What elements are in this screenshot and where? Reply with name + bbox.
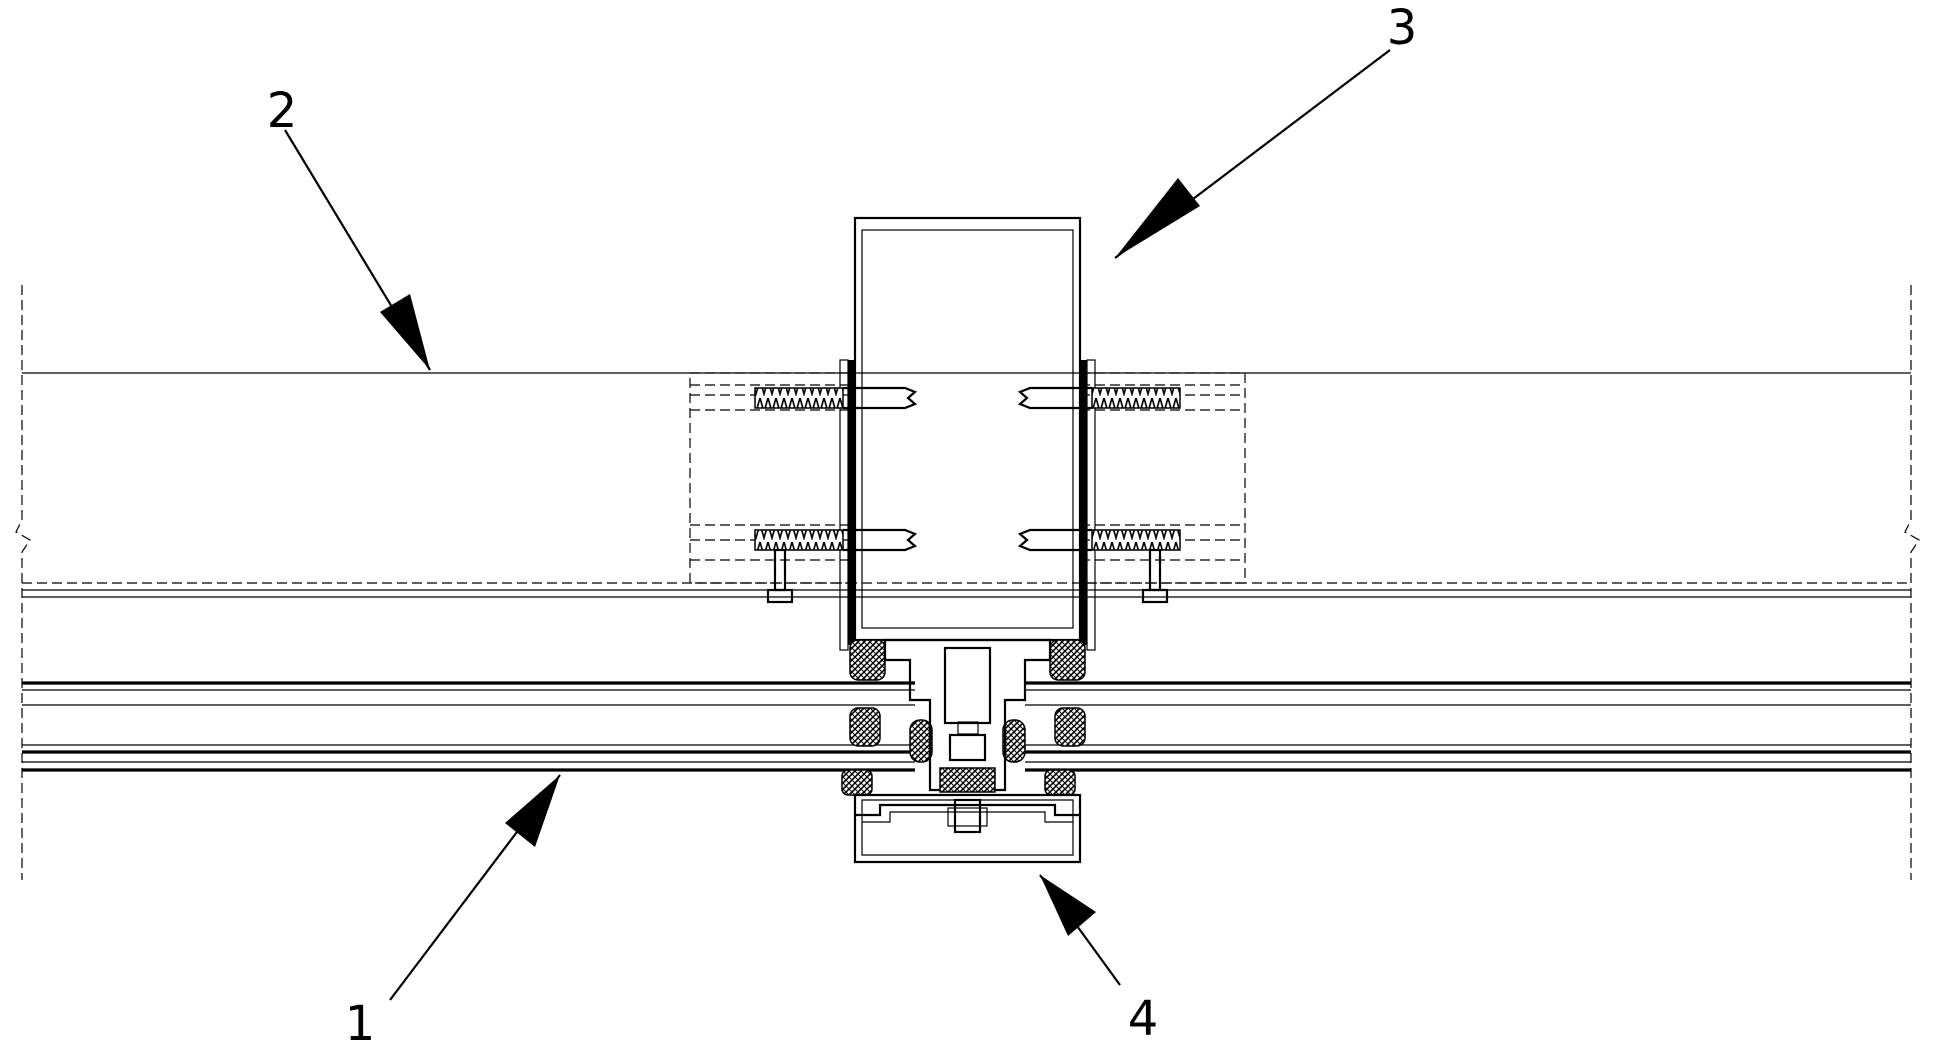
callout-label-4: 4 <box>1128 991 1159 1047</box>
callout-label-2: 2 <box>267 83 298 139</box>
arrowhead-4 <box>1040 875 1096 936</box>
stone-panel <box>22 373 1911 597</box>
mullion <box>840 218 1095 650</box>
glass-panel <box>22 683 1911 770</box>
arrowhead-3 <box>1115 178 1200 258</box>
arrowhead-2 <box>380 294 430 370</box>
pressure-cap <box>855 795 1080 862</box>
anchor-bolts <box>755 388 1180 602</box>
callout-label-3: 3 <box>1387 0 1418 56</box>
callout-label-1: 1 <box>345 996 376 1049</box>
